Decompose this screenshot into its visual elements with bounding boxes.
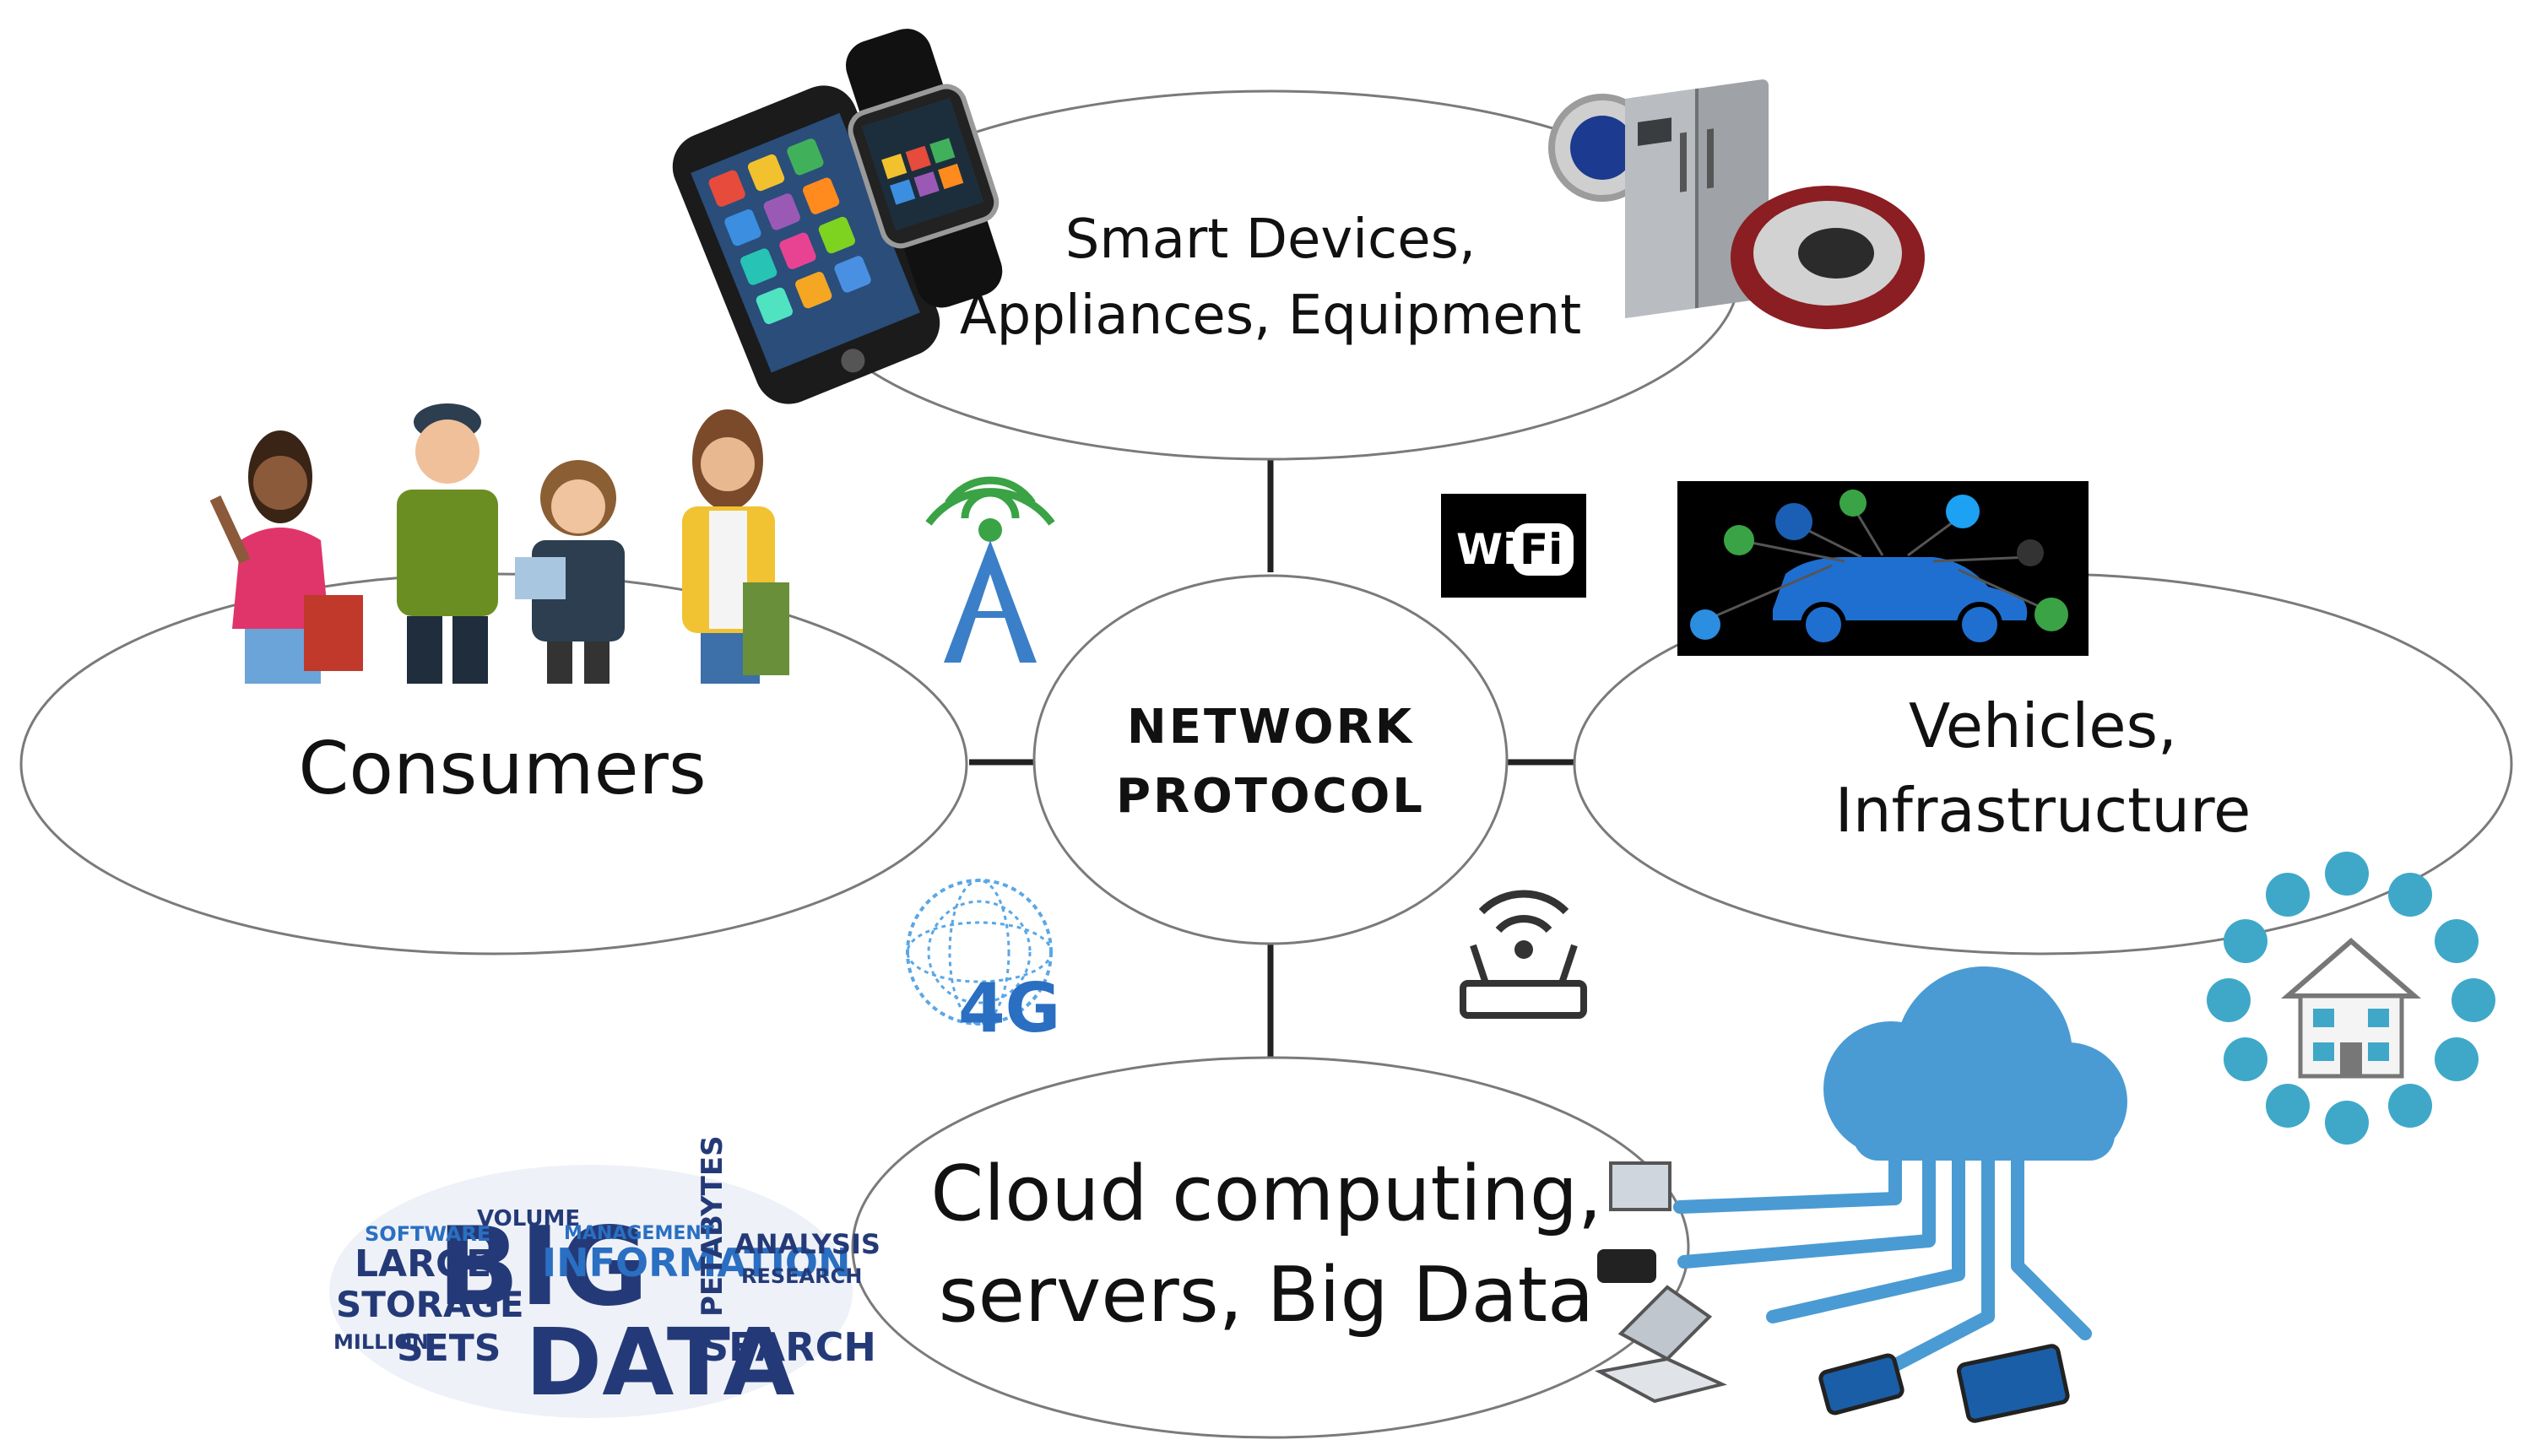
person-3-icon bbox=[515, 460, 625, 684]
node-labels: NETWORK PROTOCOL Smart Devices, Applianc… bbox=[298, 208, 2251, 1340]
tablet-large-icon bbox=[1957, 1344, 2070, 1423]
smartwatch-icon bbox=[845, 29, 1003, 308]
node-right-label-line2: Infrastructure bbox=[1835, 775, 2251, 846]
wc-management: MANAGEMENT bbox=[564, 1223, 714, 1244]
wc-research: RESEARCH bbox=[741, 1264, 862, 1288]
wc-software: SOFTWARE bbox=[365, 1222, 490, 1246]
wifi-badge-wi: Wi bbox=[1456, 525, 1517, 574]
radio-tower-icon bbox=[925, 476, 1055, 663]
wc-sets: SETS bbox=[397, 1327, 501, 1370]
tablet-icon bbox=[1818, 1353, 1904, 1415]
node-bottom-label-line1: Cloud computing, bbox=[930, 1150, 1601, 1238]
robot-vacuum-icon bbox=[1731, 186, 1925, 329]
person-1-icon bbox=[209, 430, 363, 684]
desktop-icon bbox=[1609, 1161, 1671, 1211]
wc-large: LARGE bbox=[355, 1242, 491, 1286]
wc-volume: VOLUME bbox=[477, 1206, 580, 1231]
wc-petabytes: PETABYTES bbox=[696, 1135, 729, 1317]
wc-search: SEARCH bbox=[701, 1324, 876, 1370]
connectors bbox=[969, 460, 1574, 1059]
node-bottom-shape bbox=[851, 1056, 1690, 1439]
cloud-computing-icon bbox=[1595, 966, 2127, 1423]
connected-car-icon bbox=[1677, 481, 2089, 656]
node-shapes bbox=[19, 89, 2513, 1439]
4g-network-icon: 4G bbox=[906, 879, 1060, 1047]
node-top-label-line1: Smart Devices, bbox=[1065, 208, 1476, 271]
wc-analysis: ANALYSIS bbox=[734, 1228, 880, 1260]
laptop-icon bbox=[1595, 1285, 1727, 1404]
node-left-label: Consumers bbox=[298, 727, 706, 811]
phone-icon bbox=[1597, 1249, 1656, 1283]
node-bottom-label-line2: servers, Big Data bbox=[939, 1251, 1594, 1340]
4g-label: 4G bbox=[958, 969, 1060, 1047]
node-top-label-line2: Appliances, Equipment bbox=[960, 284, 1581, 347]
node-right-label-line1: Vehicles, bbox=[1909, 690, 2177, 761]
wc-data: DATA bbox=[525, 1308, 795, 1416]
wc-information: INFORMATION bbox=[542, 1240, 850, 1286]
router-icon bbox=[1460, 890, 1587, 1019]
wifi-badge-fi: Fi bbox=[1520, 525, 1563, 574]
wc-big: BIG bbox=[437, 1204, 648, 1330]
wc-million: MILLION bbox=[333, 1330, 429, 1354]
wc-storage: STORAGE bbox=[336, 1284, 524, 1325]
center-node-shape bbox=[1032, 574, 1509, 945]
person-2-icon bbox=[397, 403, 498, 684]
person-4-icon bbox=[682, 409, 789, 684]
wifi-badge-icon: Wi Fi bbox=[1441, 494, 1586, 598]
consumers-icon bbox=[209, 403, 789, 684]
big-data-wordcloud-icon: BIG DATA LARGE STORAGE INFORMATION SETS … bbox=[329, 1135, 880, 1418]
smart-home-icon bbox=[2207, 852, 2495, 1145]
center-label-line2: PROTOCOL bbox=[1116, 769, 1425, 824]
center-label-line1: NETWORK bbox=[1127, 700, 1414, 755]
